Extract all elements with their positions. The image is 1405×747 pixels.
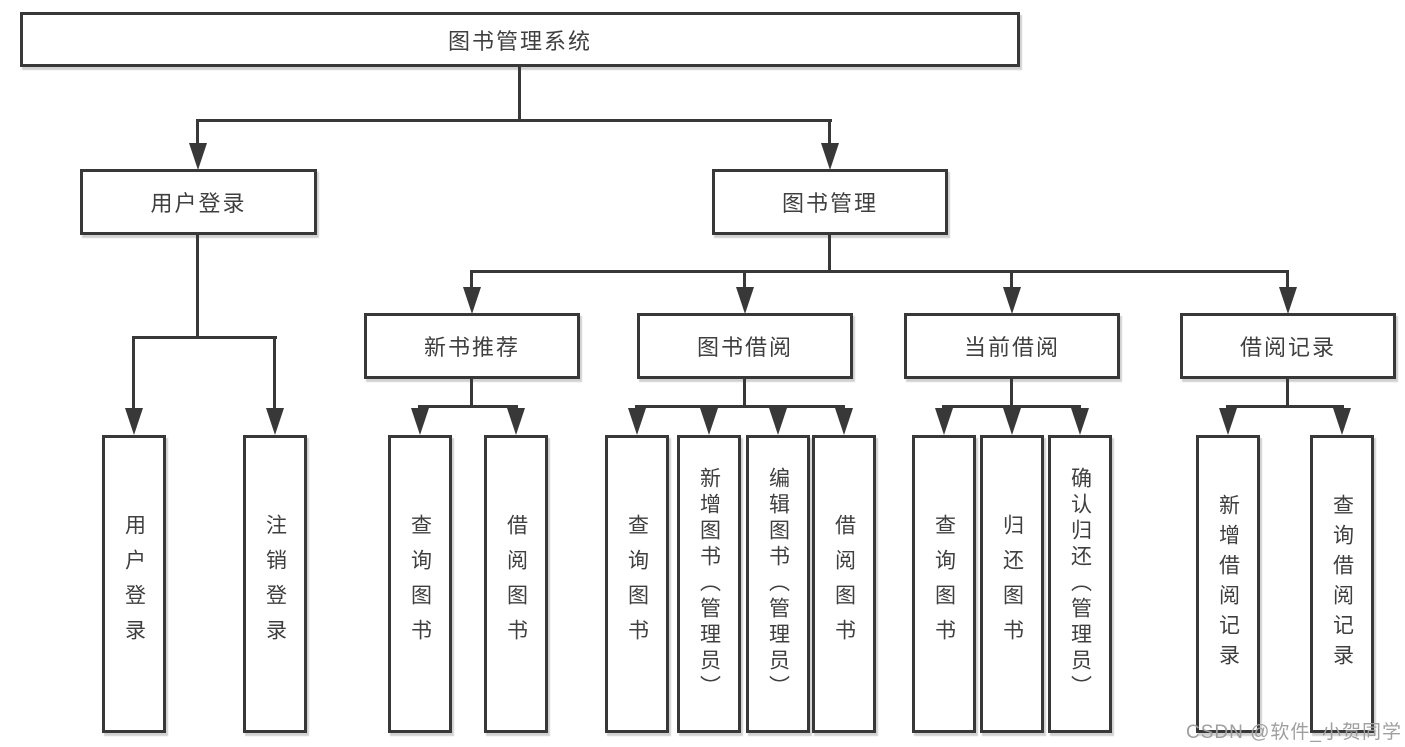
node-book-management: 图书管理	[712, 169, 948, 235]
leaf-edit-books-admin-label: 编辑图书（管理员）	[766, 467, 790, 701]
connector-line	[1226, 405, 1344, 408]
connector-line	[743, 378, 746, 408]
node-root-system: 图书管理系统	[20, 12, 1020, 67]
node-current-borrowing: 当前借阅	[904, 313, 1120, 379]
connector-line	[1010, 378, 1013, 408]
arrowhead-down	[411, 408, 429, 435]
connector-line	[828, 119, 831, 149]
node-new-book-recommend-label: 新书推荐	[423, 335, 520, 360]
leaf-logout-login: 注销登录	[243, 435, 307, 733]
connector-line	[470, 270, 1289, 273]
connector-line	[635, 405, 845, 408]
leaf-confirm-return-admin: 确认归还（管理员）	[1048, 435, 1112, 733]
csdn-watermark: CSDN @软件_小贺同学	[1186, 722, 1402, 743]
leaf-query-books-borrowing-label: 查询图书	[625, 514, 649, 654]
arrowhead-down	[628, 408, 646, 435]
leaf-add-borrow-record: 新增借阅记录	[1196, 435, 1260, 733]
node-book-management-label: 图书管理	[781, 191, 878, 216]
leaf-confirm-return-admin-label: 确认归还（管理员）	[1068, 467, 1092, 701]
arrowhead-down	[935, 408, 953, 435]
node-book-borrowing-label: 图书借阅	[696, 335, 793, 360]
leaf-query-books-recommend: 查询图书	[388, 435, 452, 733]
arrowhead-down	[835, 408, 853, 435]
connector-line	[1010, 270, 1013, 292]
connector-line	[470, 270, 473, 292]
connector-line	[1286, 378, 1289, 408]
connector-line	[273, 336, 276, 414]
connector-line	[1286, 270, 1289, 292]
arrowhead-down	[1071, 408, 1089, 435]
connector-line	[196, 235, 199, 339]
node-book-borrowing: 图书借阅	[637, 313, 853, 379]
connector-line	[196, 119, 199, 149]
connector-line	[518, 66, 521, 122]
arrowhead-down	[1219, 408, 1237, 435]
connector-line	[828, 234, 831, 273]
leaf-user-login-label: 用户登录	[122, 514, 146, 654]
connector-line	[743, 270, 746, 292]
leaf-user-login: 用户登录	[102, 435, 166, 733]
leaf-edit-books-admin: 编辑图书（管理员）	[746, 435, 810, 733]
arrowhead-down	[736, 287, 754, 314]
leaf-borrow-books-recommend-label: 借阅图书	[504, 514, 528, 654]
node-user-login-label: 用户登录	[150, 191, 247, 216]
arrowhead-down	[1003, 408, 1021, 435]
node-borrow-records: 借阅记录	[1180, 313, 1396, 379]
leaf-return-books: 归还图书	[980, 435, 1044, 733]
arrowhead-down	[1279, 287, 1297, 314]
connector-line	[196, 119, 832, 122]
leaf-return-books-label: 归还图书	[1000, 514, 1024, 654]
connector-line	[132, 336, 135, 414]
leaf-borrow-books-recommend: 借阅图书	[484, 435, 548, 733]
leaf-add-books-admin: 新增图书（管理员）	[677, 435, 741, 733]
node-current-borrowing-label: 当前借阅	[963, 335, 1060, 360]
arrowhead-down	[507, 408, 525, 435]
node-root-label: 图书管理系统	[447, 28, 592, 54]
leaf-query-books-current-label: 查询图书	[932, 514, 956, 654]
arrowhead-down	[463, 287, 481, 314]
leaf-query-books-recommend-label: 查询图书	[408, 514, 432, 654]
connector-line	[470, 378, 473, 408]
leaf-add-borrow-record-label: 新增借阅记录	[1216, 494, 1240, 674]
leaf-query-borrow-record: 查询借阅记录	[1310, 435, 1374, 733]
arrowhead-down	[1003, 287, 1021, 314]
leaf-logout-login-label: 注销登录	[263, 514, 287, 654]
leaf-query-books-current: 查询图书	[912, 435, 976, 733]
arrowhead-down	[1333, 408, 1351, 435]
arrowhead-down	[125, 408, 143, 435]
arrowhead-down	[769, 408, 787, 435]
connector-line	[132, 336, 277, 339]
node-user-login: 用户登录	[80, 169, 317, 235]
leaf-query-borrow-record-label: 查询借阅记录	[1330, 494, 1354, 674]
arrowhead-down	[700, 408, 718, 435]
arrowhead-down	[266, 408, 284, 435]
leaf-query-books-borrowing: 查询图书	[605, 435, 669, 733]
connector-line	[418, 405, 518, 408]
leaf-borrow-books-label: 借阅图书	[832, 514, 856, 654]
leaf-borrow-books: 借阅图书	[812, 435, 876, 733]
arrowhead-down	[821, 143, 839, 170]
node-borrow-records-label: 借阅记录	[1239, 335, 1336, 360]
node-new-book-recommend: 新书推荐	[364, 313, 580, 379]
leaf-add-books-admin-label: 新增图书（管理员）	[697, 467, 721, 701]
arrowhead-down	[189, 143, 207, 170]
